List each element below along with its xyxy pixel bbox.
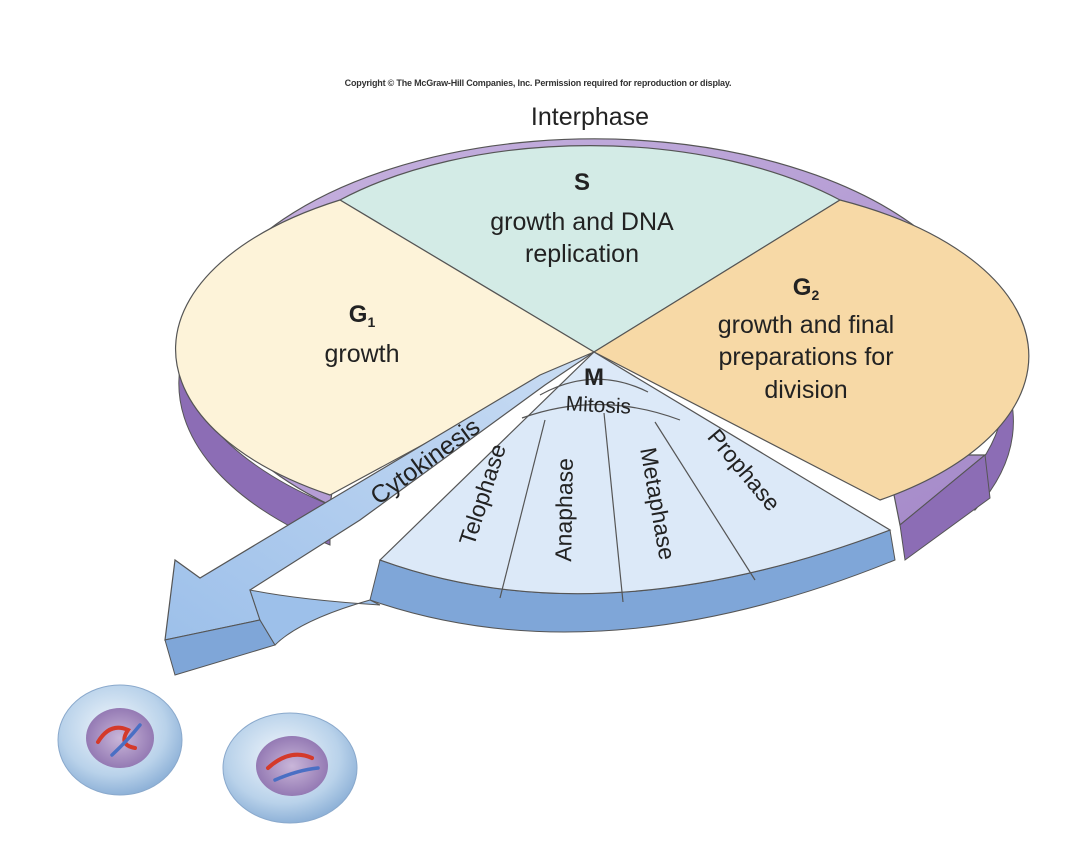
mitosis-wedge [378,351,892,595]
g2-phase-line3: division [764,376,847,404]
phase-divider-2 [603,412,624,603]
mitosis-arc [521,403,681,421]
interphase-arrowhead-side [899,454,991,561]
phase-divider-1 [499,419,546,599]
phase-divider-3 [654,421,756,581]
s-phase-letter: S [574,169,590,196]
interphase-label: Interphase [531,103,649,131]
daughter-cell-2 [222,712,358,824]
s-phase-line2: replication [525,240,639,268]
phase-label-anaphase: Anaphase [550,458,578,562]
g2-phase-letter: G2 [793,274,820,303]
cytokinesis-arrow-bottom [249,589,381,646]
g1-phase-sector [174,199,596,496]
daughter-cell-1 [57,684,183,796]
copyright-notice: Copyright © The McGraw-Hill Companies, I… [344,78,732,88]
g2-phase-sector [592,199,1030,501]
g1-phase-letter: G1 [349,301,376,330]
g2-phase-line1: growth and final [718,311,895,339]
m-arc [539,378,649,396]
g2-phase-line2: preparations for [718,343,893,371]
mitosis-label: Mitosis [565,392,631,418]
g1-phase-line1: growth [324,340,399,368]
m-phase-letter: M [584,364,604,391]
s-phase-line1: growth and DNA [490,208,674,236]
s-phase-sector [338,145,842,353]
